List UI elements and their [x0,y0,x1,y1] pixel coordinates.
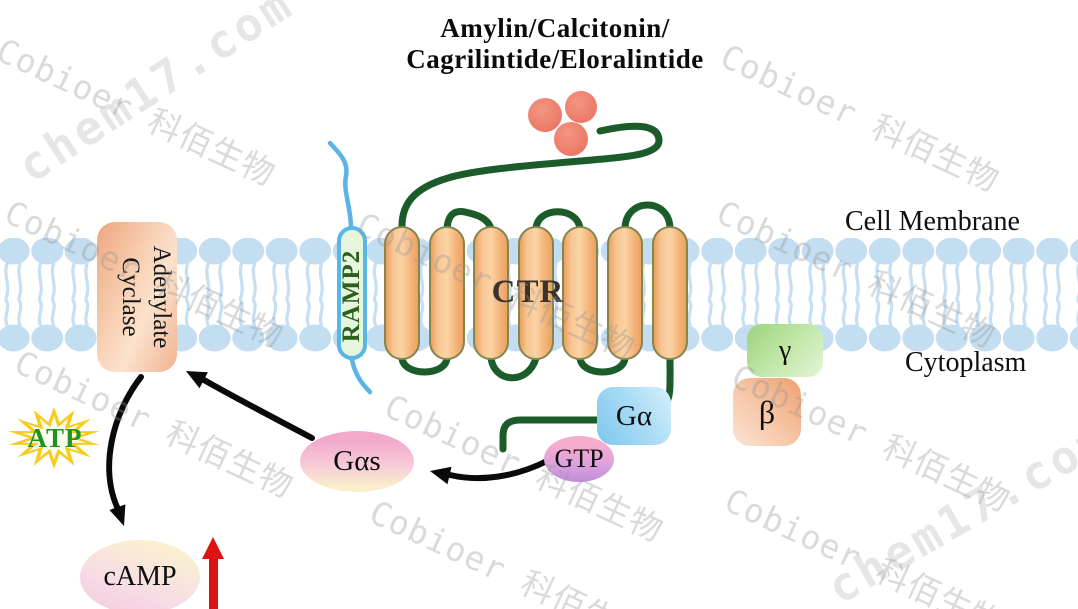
ecl-2 [532,208,584,233]
g-alpha-subunit: Gα [597,387,671,445]
watermark-cobioer: Cobioer 科佰生物 [350,204,642,368]
title-line-1: Amylin/Calcitonin/ [440,13,670,43]
watermark-chem17: chem17.com [8,0,304,194]
n-terminus-loop [398,122,663,233]
camp-increase-arrow [202,537,224,609]
watermark-cobioer: Cobioer 科佰生物 [363,492,655,609]
gtp-label: GTP [554,444,604,473]
arrow-ac-to-camp [106,374,144,510]
arrow-heads [109,371,452,526]
watermark-chem17: chem17.com [818,409,1078,609]
watermark-cobioer: Cobioer 科佰生物 [725,356,1017,520]
g-alpha-label: Gα [615,399,653,432]
gamma-label: γ [778,334,792,366]
arrow-gtp-to-gas [447,458,550,482]
watermark-cobioer: Cobioer 科佰生物 [710,192,1002,356]
icl-1 [398,353,451,376]
ramp2-protein: RAMP2 [337,226,367,360]
watermark-cobioer: Cobioer 科佰生物 [0,192,290,356]
watermark-cobioer: Cobioer 科佰生物 [0,30,282,194]
camp-molecule: cAMP [80,540,200,609]
watermark-cobioer: Cobioer 科佰生物 [8,342,300,506]
beta-label: β [758,393,776,430]
atp-label: ATP [27,423,83,453]
watermark-cobioer: Cobioer 科佰生物 [714,36,1006,200]
ecl-1 [443,208,495,233]
pathway-arrows [106,374,550,510]
cell-membrane-label: Cell Membrane [845,206,1020,237]
ctr-receptor-label: CTR [491,274,565,310]
gtp-molecule: GTP [544,436,614,482]
ligand-circles [528,91,597,156]
ramp2-thread [327,140,373,395]
gamma-subunit: γ [747,324,823,377]
diagram-title: Amylin/Calcitonin/ Cagrilintide/Eloralin… [368,13,742,75]
beta-subunit: β [733,378,801,446]
g-alpha-s-protein: Gαs [300,431,414,492]
arrow-gas-to-ac [201,377,315,441]
watermark-cobioer: Cobioer 科佰生物 [718,480,1010,609]
title-line-2: Cagrilintide/Eloralintide [406,44,704,74]
watermark-cobioer: Cobioer 科佰生物 [378,386,670,550]
icl-2 [487,353,540,382]
atp-starburst [8,407,100,469]
camp-label: cAMP [103,561,177,592]
g-alpha-s-label: Gαs [333,445,381,477]
ctr-helices [384,226,688,360]
cytoplasm-label: Cytoplasm [905,347,1027,378]
ecl-3 [621,201,674,233]
icl-3 [576,353,629,376]
adenylate-cyclase: Adenylate Cyclase [97,222,177,372]
g-alpha-linker [499,416,605,453]
